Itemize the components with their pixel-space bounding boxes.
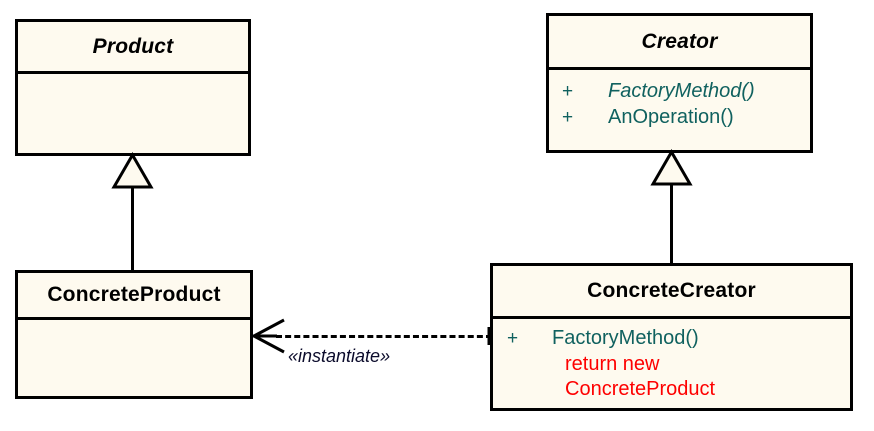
class-box-concrete-product[interactable]: ConcreteProduct	[15, 270, 253, 399]
generalization-line-product	[131, 186, 134, 272]
class-members-product	[18, 74, 248, 153]
member-row[interactable]: + AnOperation()	[562, 105, 810, 131]
member-row[interactable]: + FactoryMethod()	[562, 79, 810, 105]
member-signature: AnOperation()	[608, 105, 734, 128]
dependency-line-instantiate	[276, 335, 492, 338]
class-divider-product	[18, 71, 248, 74]
member-visibility: +	[562, 81, 574, 102]
class-title-concrete-product: ConcreteProduct	[47, 283, 221, 306]
code-line-concrete-product: ConcreteProduct	[565, 377, 716, 400]
hollow-triangle-arrowhead-creator	[650, 149, 693, 186]
member-visibility: +	[507, 328, 519, 349]
code-line-return-new: return new	[565, 352, 660, 375]
generalization-line-creator	[670, 183, 673, 265]
stereotype-label-instantiate: «instantiate»	[288, 346, 391, 366]
class-box-product[interactable]: Product	[15, 19, 251, 156]
hollow-triangle-arrowhead-product	[111, 152, 154, 189]
class-title-creator: Creator	[641, 29, 718, 53]
class-members-concrete-creator: + FactoryMethod() return new ConcretePro…	[493, 319, 850, 408]
member-signature: FactoryMethod()	[608, 80, 755, 102]
class-members-concrete-product	[18, 320, 250, 396]
class-divider-creator	[549, 67, 810, 70]
class-box-creator[interactable]: Creator + FactoryMethod() + AnOperation(…	[546, 13, 813, 153]
class-divider-concrete-creator	[493, 316, 850, 319]
member-visibility: +	[562, 106, 574, 128]
member-signature: FactoryMethod()	[552, 327, 699, 349]
class-box-concrete-creator[interactable]: ConcreteCreator + FactoryMethod() return…	[490, 263, 853, 411]
class-divider-concrete-product	[18, 317, 250, 320]
class-title-concrete-creator: ConcreteCreator	[587, 279, 756, 302]
member-row[interactable]: + FactoryMethod()	[507, 326, 850, 352]
class-members-creator: + FactoryMethod() + AnOperation()	[549, 70, 810, 150]
class-title-product: Product	[92, 34, 174, 58]
